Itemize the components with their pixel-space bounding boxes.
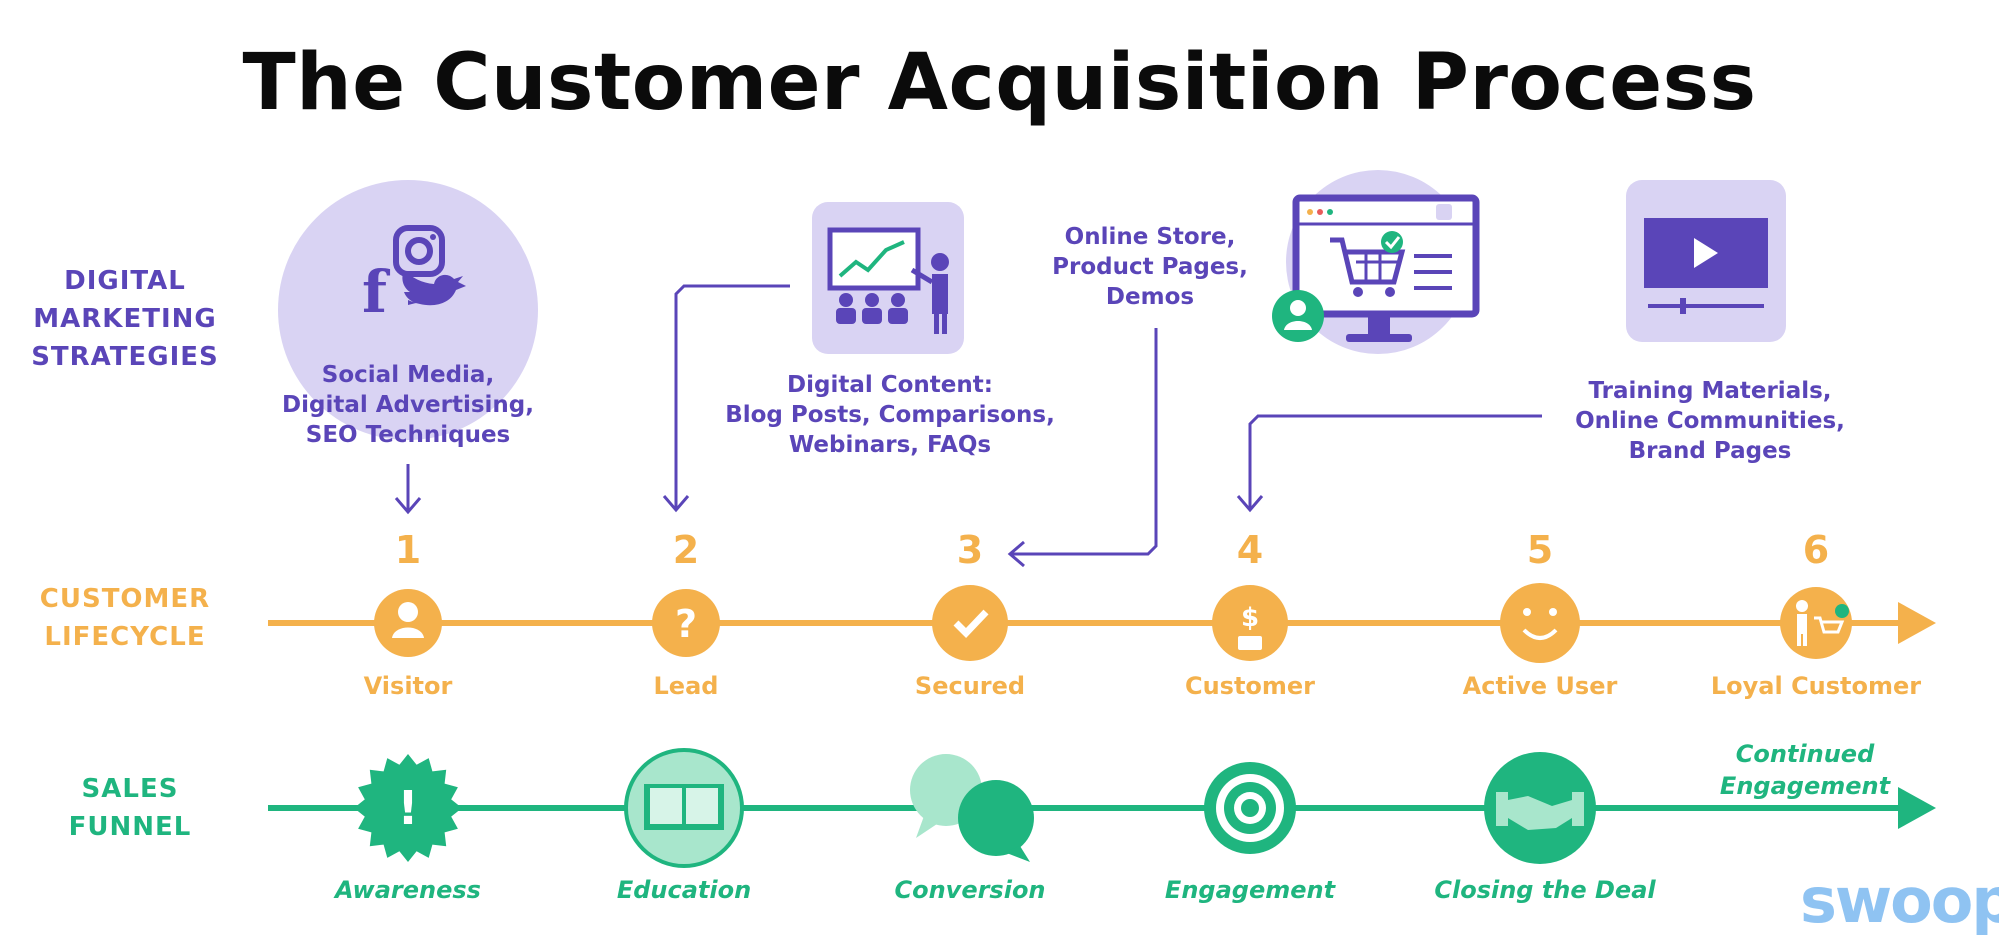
shopper-cart-icon [1780,587,1852,659]
lifecycle-number: 5 [1526,528,1554,572]
exclamation-badge-icon: ! [354,754,462,862]
svg-text:?: ? [675,602,697,646]
person-icon [374,589,442,657]
funnel-label-continued-engagement: Continued Engagement [1719,740,1891,800]
open-book-icon [624,748,744,868]
funnel-label-awareness: Awareness [335,876,481,904]
swoop-logo: swoop [1800,864,1999,937]
row-label-sales-funnel: SALES FUNNEL [68,774,192,842]
presentation-icon [812,202,964,354]
lifecycle-label-loyal-customer: Loyal Customer [1710,672,1922,700]
row-label-customer-lifecycle: CUSTOMER LIFECYCLE [39,584,211,652]
svg-text:$: $ [1241,603,1259,633]
instagram-icon [393,225,445,277]
strategy-text-store: Online Store, Product Pages, Demos [1052,224,1248,310]
arrow-store-to-secured [1010,328,1158,556]
arrow-content-to-lead [674,284,790,508]
lifecycle-number: 2 [672,528,700,572]
lifecycle-label-visitor: Visitor [363,672,453,700]
funnel-label-engagement: Engagement [1164,876,1336,904]
lifecycle-number: 3 [956,528,984,572]
facebook-icon: f [362,258,391,326]
row-label-digital-marketing: DIGITAL MARKETING STRATEGIES [31,266,219,372]
funnel-label-education: Education [616,876,752,904]
online-store-icon [1272,170,1480,354]
lifecycle-number: 1 [394,528,422,572]
funnel-label-conversion: Conversion [894,876,1046,904]
check-icon [932,585,1008,661]
chat-bubbles-icon [910,754,1034,862]
strategy-text-social: Social Media, Digital Advertising, SEO T… [282,362,534,448]
lifecycle-label-secured: Secured [914,672,1026,700]
twitter-icon [402,270,466,306]
funnel-label-closing-the-deal: Closing the Deal [1434,876,1656,904]
lifecycle-label-active-user: Active User [1462,672,1618,700]
money-plant-icon: $ [1212,585,1288,661]
lifecycle-label-lead: Lead [653,672,719,700]
funnel-arrowhead [1898,787,1936,829]
lifecycle-number: 6 [1802,528,1830,572]
target-icon [1204,762,1296,854]
strategy-text-training: Training Materials, Online Communities, … [1575,378,1845,464]
social-media-icons: f [278,180,538,440]
page-title: The Customer Acquisition Process [242,38,1757,128]
question-icon: ? [652,589,720,657]
smiley-icon [1500,583,1580,663]
lifecycle-number: 4 [1236,528,1264,572]
svg-text:!: ! [398,781,419,835]
arrow-training-to-customer [1248,414,1542,510]
lifecycle-arrowhead [1898,602,1936,644]
lifecycle-label-customer: Customer [1184,672,1316,700]
strategy-text-content: Digital Content: Blog Posts, Comparisons… [725,372,1055,458]
video-player-icon [1626,180,1786,342]
handshake-icon [1484,752,1596,864]
